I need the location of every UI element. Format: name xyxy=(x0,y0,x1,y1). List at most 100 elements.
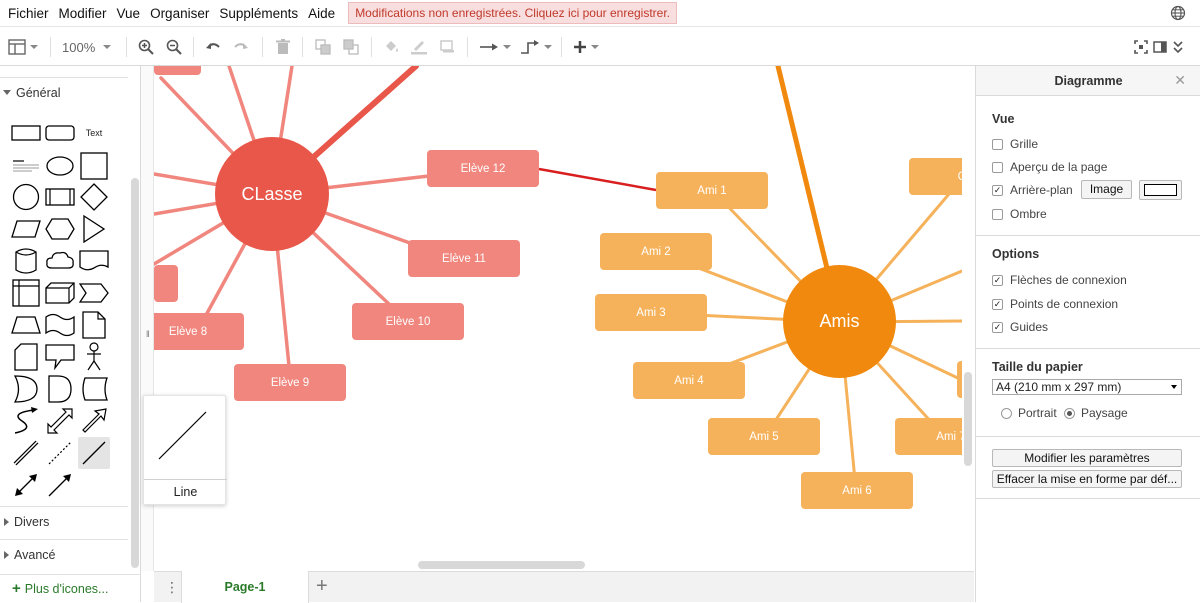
close-icon[interactable]: ✕ xyxy=(1174,72,1186,88)
portrait-radio-row[interactable]: Portrait xyxy=(1001,406,1057,420)
rounded-rectangle-shape[interactable] xyxy=(44,117,76,149)
points-checkbox-row[interactable]: ✓Points de connexion xyxy=(992,297,1118,311)
format-toggle-icon[interactable] xyxy=(1153,36,1167,58)
ami-node[interactable]: Ami 6 xyxy=(801,472,913,509)
fleches-checkbox[interactable]: ✓ xyxy=(992,274,1003,286)
eleve-node[interactable]: Elève 8 xyxy=(154,313,244,350)
paysage-radio-row[interactable]: Paysage xyxy=(1064,406,1128,420)
unsaved-changes-notice[interactable]: Modifications non enregistrées. Cliquez … xyxy=(348,2,678,24)
ami-node[interactable]: Ami 2 xyxy=(600,233,712,270)
zoom-in-icon[interactable] xyxy=(138,36,154,58)
delay-shape[interactable] xyxy=(44,373,76,405)
trapezoid-shape[interactable] xyxy=(10,309,42,341)
cloud-shape[interactable] xyxy=(44,245,76,277)
ami-node[interactable]: Ami 5 xyxy=(708,418,820,455)
card-shape[interactable] xyxy=(10,341,42,373)
eleve-node[interactable]: Elève 12 xyxy=(427,150,539,187)
ombre-checkbox[interactable] xyxy=(992,208,1003,220)
arrow-shape[interactable] xyxy=(78,405,110,437)
bidirectional-arrow-shape[interactable] xyxy=(44,405,76,437)
shapes-scrollbar[interactable] xyxy=(131,178,139,568)
hexagon-shape[interactable] xyxy=(44,213,76,245)
bidirectional-connector-shape[interactable] xyxy=(10,469,42,501)
fullscreen-icon[interactable] xyxy=(1134,36,1148,58)
ellipse-shape[interactable] xyxy=(44,150,76,182)
amis-hub[interactable]: Amis xyxy=(783,265,896,378)
data-storage-shape[interactable] xyxy=(78,373,110,405)
apercu-checkbox[interactable] xyxy=(992,161,1003,173)
ombre-checkbox-row[interactable]: Ombre xyxy=(992,207,1047,221)
eleve-node[interactable]: Elève 9 xyxy=(234,364,346,401)
link-shape[interactable] xyxy=(10,437,42,469)
modify-settings-button[interactable]: Modifier les paramètres xyxy=(992,449,1182,467)
delete-icon[interactable] xyxy=(276,36,290,58)
diagram-canvas[interactable]: CLasse Elève 12 Elève 11 Elève 10 Elève … xyxy=(154,66,974,571)
menu-aide[interactable]: Aide xyxy=(308,5,336,21)
text-shape[interactable]: Text xyxy=(78,117,110,149)
document-shape[interactable] xyxy=(78,245,110,277)
paysage-radio[interactable] xyxy=(1064,407,1075,419)
paper-size-select[interactable]: A4 (210 mm x 297 mm) xyxy=(992,379,1182,395)
cylinder-shape[interactable] xyxy=(10,245,42,277)
line-shape[interactable] xyxy=(78,437,110,469)
canvas-horizontal-scrollbar[interactable] xyxy=(418,561,585,569)
dashed-line-shape[interactable] xyxy=(44,437,76,469)
line-color-icon[interactable] xyxy=(410,36,428,58)
tape-shape[interactable] xyxy=(44,309,76,341)
fill-color-icon[interactable] xyxy=(383,36,401,58)
rectangle-shape[interactable] xyxy=(10,117,42,149)
add-page-icon[interactable]: + xyxy=(316,575,328,597)
callout-shape[interactable] xyxy=(44,341,76,373)
canvas-vertical-scrollbar[interactable] xyxy=(964,372,972,466)
step-shape[interactable] xyxy=(78,277,110,309)
points-checkbox[interactable]: ✓ xyxy=(992,298,1003,310)
guides-checkbox-row[interactable]: ✓Guides xyxy=(992,320,1048,334)
grille-checkbox[interactable] xyxy=(992,138,1003,150)
actor-shape[interactable] xyxy=(78,341,110,373)
to-front-icon[interactable] xyxy=(315,36,331,58)
section-general[interactable]: Général xyxy=(0,77,128,107)
connection-icon[interactable] xyxy=(479,36,511,58)
menu-organiser[interactable]: Organiser xyxy=(150,5,210,21)
ami-node[interactable]: Ami 3 xyxy=(595,294,707,331)
shadow-icon[interactable] xyxy=(439,36,457,58)
zoom-out-icon[interactable] xyxy=(166,36,182,58)
pages-menu-icon[interactable]: ⋮ xyxy=(165,579,179,595)
menu-fichier[interactable]: Fichier xyxy=(8,5,49,21)
more-shapes-button[interactable]: + Plus d'icones... xyxy=(0,574,141,602)
menu-supplements[interactable]: Suppléments xyxy=(219,5,299,21)
insert-icon[interactable] xyxy=(573,36,599,58)
curve-shape[interactable] xyxy=(10,405,42,437)
eleve-node-partial-left[interactable] xyxy=(154,265,178,302)
section-divers[interactable]: Divers xyxy=(0,506,128,536)
eleve-node[interactable]: Elève 11 xyxy=(408,240,520,277)
parallelogram-shape[interactable] xyxy=(10,213,42,245)
globe-icon[interactable] xyxy=(1170,5,1186,21)
waypoints-icon[interactable] xyxy=(520,36,552,58)
triangle-shape[interactable] xyxy=(78,213,110,245)
textbox-shape[interactable] xyxy=(10,150,42,182)
clear-default-style-button[interactable]: Effacer la mise en forme par déf... xyxy=(992,470,1182,488)
eleve-node-partial-top[interactable] xyxy=(154,66,201,75)
guides-checkbox[interactable]: ✓ xyxy=(992,321,1003,333)
ami-node[interactable]: Ami 4 xyxy=(633,362,745,399)
diamond-shape[interactable] xyxy=(78,181,110,213)
menu-vue[interactable]: Vue xyxy=(116,5,141,21)
background-color-button[interactable] xyxy=(1139,180,1182,200)
portrait-radio[interactable] xyxy=(1001,407,1012,419)
format-panel-icon[interactable] xyxy=(8,36,38,58)
eleve-node[interactable]: Elève 10 xyxy=(352,303,464,340)
arriere-plan-checkbox[interactable]: ✓ xyxy=(992,184,1003,196)
image-button[interactable]: Image xyxy=(1081,180,1132,199)
undo-icon[interactable] xyxy=(205,36,221,58)
to-back-icon[interactable] xyxy=(343,36,359,58)
menu-modifier[interactable]: Modifier xyxy=(58,5,107,21)
redo-icon[interactable] xyxy=(233,36,249,58)
section-avance[interactable]: Avancé xyxy=(0,539,128,569)
or-shape[interactable] xyxy=(10,373,42,405)
grille-checkbox-row[interactable]: Grille xyxy=(992,137,1038,151)
cube-shape[interactable] xyxy=(44,277,76,309)
ami-node[interactable]: Ami 1 xyxy=(656,172,768,209)
zoom-dropdown[interactable]: 100% xyxy=(62,36,112,58)
note-shape[interactable] xyxy=(78,309,110,341)
